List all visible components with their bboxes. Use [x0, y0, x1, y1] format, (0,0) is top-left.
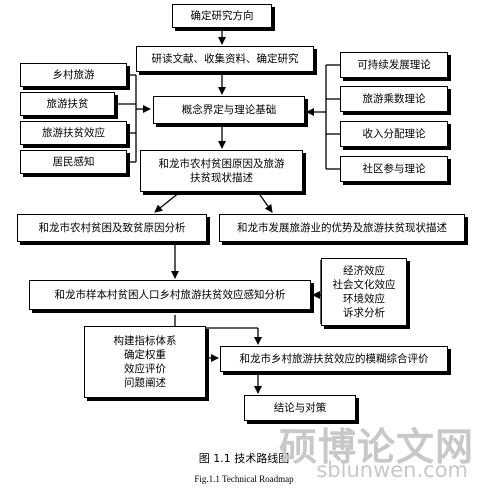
- theory-sustainable-development-label: 可持续发展理论: [357, 58, 431, 71]
- arrow-status-to-tourism: [257, 191, 273, 213]
- box-perception-analysis: 和龙市样本村贫困人口乡村旅游扶贫效应感知分析: [29, 280, 311, 310]
- box-poverty-cause-analysis: 和龙市农村贫困及致贫原因分析: [17, 214, 207, 242]
- theory-community-participation: 社区参与理论: [340, 156, 448, 182]
- box-fuzzy-evaluation: 和龙市乡村旅游扶贫效应的模糊综合评价: [220, 346, 448, 372]
- watermark-text: 硕博论文网: [278, 425, 474, 469]
- box-research-direction: 确定研究方向: [172, 4, 272, 28]
- concept-tourism-poverty-effect-label: 旅游扶贫效应: [42, 126, 105, 139]
- concept-resident-perception: 居民感知: [20, 150, 127, 174]
- box-index-steps: 构建指标体系 确定权重 效应评价 问题阐述: [84, 326, 206, 398]
- box-concept-theory: 概念界定与理论基础: [153, 96, 305, 124]
- concept-rural-tourism-label: 乡村旅游: [52, 68, 95, 81]
- box-poverty-status-line-2: 扶贫现状描述: [190, 172, 253, 184]
- box-research-direction-label: 确定研究方向: [190, 9, 254, 22]
- box-fuzzy-evaluation-label: 和龙市乡村旅游扶贫效应的模糊综合评价: [239, 352, 429, 365]
- step-effect-evaluation: 效应评价: [124, 363, 166, 375]
- concept-resident-perception-label: 居民感知: [52, 155, 95, 168]
- box-effects: 经济效应 社会文化效应 环境效应 诉求分析: [321, 258, 407, 326]
- concept-rural-tourism: 乡村旅游: [20, 63, 127, 87]
- figure-caption-cn: 图 1.1 技术路线图: [198, 452, 290, 465]
- box-poverty-status: 和龙市农村贫困原因及旅游 扶贫现状描述: [140, 150, 303, 192]
- watermark-url: sblunwen.com: [316, 458, 468, 482]
- box-tourism-advantage: 和龙市发展旅游业的优势及旅游扶贫现状描述: [219, 214, 465, 242]
- theory-community-participation-label: 社区参与理论: [362, 162, 426, 175]
- effect-social-cultural: 社会文化效应: [332, 278, 396, 291]
- theory-tourism-multiplier: 旅游乘数理论: [340, 86, 448, 112]
- theory-income-distribution-label: 收入分配理论: [362, 127, 426, 140]
- box-poverty-cause-analysis-label: 和龙市农村贫困及致贫原因分析: [38, 221, 186, 234]
- box-poverty-status-line-1: 和龙市农村贫困原因及旅游: [158, 157, 285, 170]
- figure-caption-en: Fig.1.1 Technical Roadmap: [194, 474, 294, 484]
- box-conclusion: 结论与对策: [244, 395, 356, 421]
- box-perception-analysis-label: 和龙市样本村贫困人口乡村旅游扶贫效应感知分析: [54, 288, 286, 301]
- effect-demand-analysis: 诉求分析: [343, 307, 385, 320]
- concept-tourism-poverty: 旅游扶贫: [20, 92, 115, 116]
- step-build-index: 构建指标体系: [113, 334, 177, 347]
- box-concept-theory-label: 概念界定与理论基础: [181, 103, 277, 116]
- box-literature-research-label: 研读文献、收集资料、确定研究: [151, 52, 299, 65]
- concept-tourism-poverty-label: 旅游扶贫: [46, 97, 89, 110]
- theory-income-distribution: 收入分配理论: [340, 121, 448, 147]
- step-determine-weight: 确定权重: [124, 348, 166, 361]
- theory-sustainable-development: 可持续发展理论: [340, 52, 448, 78]
- concept-tourism-poverty-effect: 旅游扶贫效应: [20, 121, 127, 145]
- box-conclusion-label: 结论与对策: [273, 401, 327, 414]
- box-literature-research: 研读文献、收集资料、确定研究: [136, 46, 314, 72]
- box-tourism-advantage-label: 和龙市发展旅游业的优势及旅游扶贫现状描述: [237, 221, 447, 234]
- arrow-status-to-poverty: [154, 191, 181, 213]
- effect-economic: 经济效应: [343, 264, 385, 277]
- theory-tourism-multiplier-label: 旅游乘数理论: [362, 92, 426, 105]
- step-problem-statement: 问题阐述: [124, 377, 166, 390]
- effect-environmental: 环境效应: [343, 293, 385, 305]
